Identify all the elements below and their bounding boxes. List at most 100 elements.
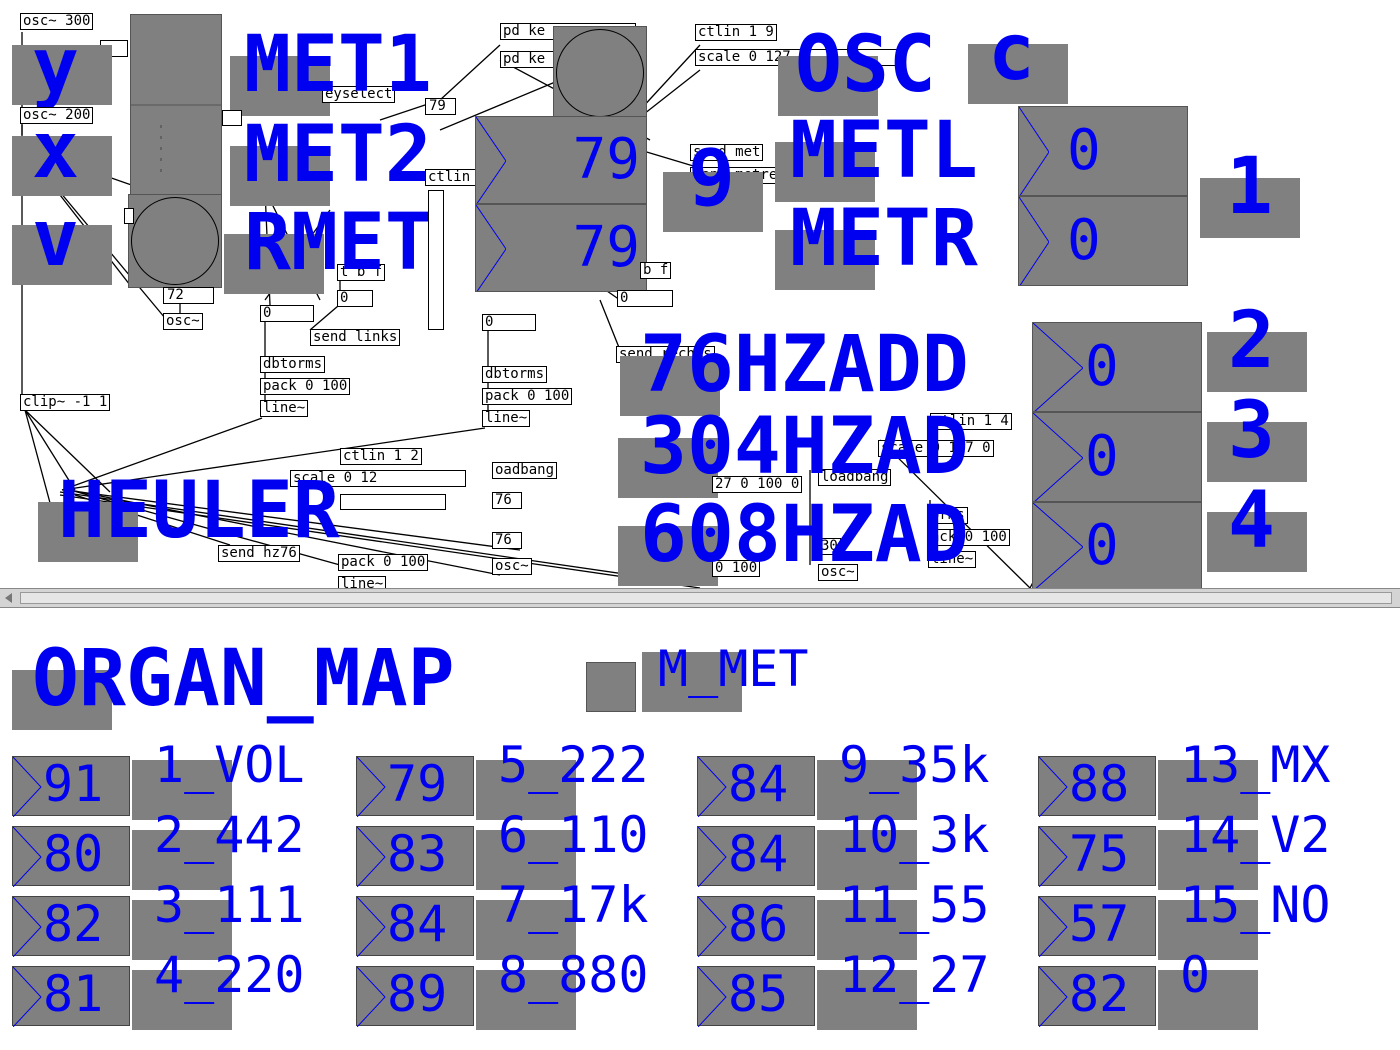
gui-box-met1 <box>230 56 330 116</box>
organ-numbox-14[interactable]: 75 <box>1038 826 1156 887</box>
bang-middle[interactable] <box>553 26 647 120</box>
obj-send-links[interactable]: send links <box>310 329 401 346</box>
obj-scale-012[interactable]: scale 0 12 <box>290 470 466 487</box>
obj-osc-a[interactable]: osc~ <box>163 313 203 330</box>
gui-box-metr <box>775 230 875 290</box>
organ-label-6: 6_110 <box>498 806 649 864</box>
organ-value: 84 <box>387 895 448 953</box>
numbox-arrow-icon <box>1039 967 1068 1027</box>
obj-ctlin-1-9[interactable]: ctlin 1 9 <box>695 24 777 41</box>
organ-numbox-10[interactable]: 84 <box>697 826 815 887</box>
obj-send-hz76[interactable]: send hz76 <box>218 545 300 562</box>
obj-keyselect[interactable]: eyselect <box>322 86 396 103</box>
vslider-gray[interactable] <box>130 14 222 198</box>
organ-numbox-9[interactable]: 84 <box>697 755 815 817</box>
organ-value: 82 <box>1069 965 1130 1023</box>
obj-osc-300[interactable]: osc~ 300 <box>20 13 94 30</box>
obj-scale-27[interactable]: 27 0 100 0 <box>712 476 803 493</box>
organ-numbox-7[interactable]: 84 <box>356 895 474 957</box>
obj-send-met[interactable]: send met <box>690 144 764 161</box>
top-patch-canvas[interactable]: osc~ 300 y osc~ 200 x v 72 osc~ clip~ -1… <box>0 0 1400 588</box>
organ-numbox-4[interactable]: 81 <box>12 966 130 1027</box>
gui-box-y <box>12 45 112 105</box>
organ-numbox-11[interactable]: 86 <box>697 895 815 957</box>
label-four: 4 <box>1228 476 1275 566</box>
label-c: c <box>988 8 1035 98</box>
obj-number-79[interactable]: 79 <box>425 98 456 115</box>
organ-value: 79 <box>387 755 448 813</box>
obj-line-3[interactable]: line~ <box>338 576 387 588</box>
organ-value: 86 <box>728 895 789 953</box>
organ-numbox-12[interactable]: 85 <box>697 966 815 1027</box>
numbox-hz608[interactable]: 0 <box>1032 502 1202 588</box>
hslider-heuler[interactable] <box>340 494 446 510</box>
obj-tbf-2[interactable]: b f <box>640 262 672 279</box>
obj-dbtorms-1[interactable]: dbtorms <box>260 356 326 373</box>
numbox-79-a[interactable]: 79 <box>475 116 647 204</box>
horizontal-scrollbar[interactable] <box>0 588 1400 608</box>
obj-line-2[interactable]: line~ <box>482 410 531 427</box>
organ-numbox-3[interactable]: 82 <box>12 896 130 957</box>
obj-number-30[interactable]: 30 <box>818 538 841 555</box>
organ-numbox-6[interactable]: 83 <box>356 826 474 887</box>
organ-label-bg <box>132 760 232 820</box>
obj-loadbang-1[interactable]: oadbang <box>492 462 558 479</box>
obj-pack-1[interactable]: pack 0 100 <box>260 378 351 395</box>
obj-metro[interactable] <box>222 110 242 126</box>
obj-pack-5[interactable]: ack 0 100 <box>928 529 1010 546</box>
obj-zero-2[interactable]: 0 <box>260 305 314 322</box>
numbox-hz76[interactable]: 0 <box>1032 322 1202 412</box>
obj-osc-b[interactable]: osc~ <box>492 558 532 575</box>
obj-pack-3[interactable]: pack 0 100 <box>338 554 429 571</box>
organ-numbox-8[interactable]: 89 <box>356 965 474 1027</box>
obj-number-72[interactable]: 72 <box>163 287 214 304</box>
obj-number-76b[interactable]: 76 <box>492 532 522 549</box>
obj-bang-small[interactable] <box>124 208 134 224</box>
numbox-metr[interactable]: 0 <box>1018 196 1188 286</box>
organ-label-8: 8_880 <box>498 946 649 1004</box>
organ-numbox-2[interactable]: 80 <box>12 826 130 887</box>
gui-box-heuler <box>38 502 138 562</box>
obj-osc-200[interactable]: osc~ 200 <box>20 107 94 124</box>
organ-label-11: 11_55 <box>839 876 990 934</box>
label-met1: MET1 <box>244 20 432 110</box>
obj-ctlin-1-2[interactable]: ctlin 1 2 <box>340 448 422 465</box>
gui-box-metl <box>775 142 875 202</box>
obj-number-76a[interactable]: 76 <box>492 492 522 509</box>
obj-ctlin-1-4[interactable]: ctlin 1 4 <box>930 413 1012 430</box>
organ-numbox-13[interactable]: 88 <box>1038 756 1156 817</box>
obj-pack-2[interactable]: pack 0 100 <box>482 388 573 405</box>
obj-scale-0127[interactable]: scale 0 127 0 <box>878 440 994 457</box>
numbox-metl[interactable]: 0 <box>1018 106 1188 196</box>
obj-dbtorms-2[interactable]: dbtorms <box>482 366 548 383</box>
obj-tbf-1[interactable]: t b f <box>337 264 386 281</box>
scrollbar-thumb[interactable] <box>20 592 1392 604</box>
gui-box-two <box>1207 332 1307 392</box>
obj-loadbang-2[interactable]: loadbang <box>818 469 892 486</box>
obj-clip[interactable]: clip~ -1 1 <box>20 394 111 411</box>
obj-line-4[interactable]: line~ <box>928 551 977 568</box>
organ-numbox-15[interactable]: 57 <box>1038 896 1156 957</box>
bang-left[interactable] <box>128 194 222 288</box>
label-metl: METL <box>790 106 978 196</box>
organ-numbox-5[interactable]: 79 <box>356 755 474 817</box>
organ-value: 89 <box>387 965 448 1023</box>
scroll-left-arrow-icon[interactable] <box>2 591 16 605</box>
organ-value: 84 <box>728 755 789 813</box>
hslider-thin[interactable] <box>428 190 444 330</box>
numbox-79-b[interactable]: 79 <box>475 204 647 292</box>
toggle-m-met[interactable] <box>586 662 636 712</box>
obj-zero-4[interactable]: 0 <box>617 290 673 307</box>
organ-label-bg <box>817 970 917 1030</box>
obj-pack-4[interactable]: 0 100 <box>712 560 761 577</box>
organ-numbox-16[interactable]: 82 <box>1038 965 1156 1027</box>
obj-line-1[interactable]: line~ <box>260 400 309 417</box>
obj-zero-3[interactable]: 0 <box>482 314 536 331</box>
obj-dbtorms-3[interactable]: orms <box>928 507 968 524</box>
organ-numbox-1[interactable]: 91 <box>12 756 130 817</box>
obj-zero-1[interactable]: 0 <box>337 290 373 307</box>
organ-map-title: ORGAN_MAP <box>32 634 455 724</box>
numbox-hz304[interactable]: 0 <box>1032 412 1202 502</box>
obj-osc-c[interactable]: osc~ <box>818 564 858 581</box>
